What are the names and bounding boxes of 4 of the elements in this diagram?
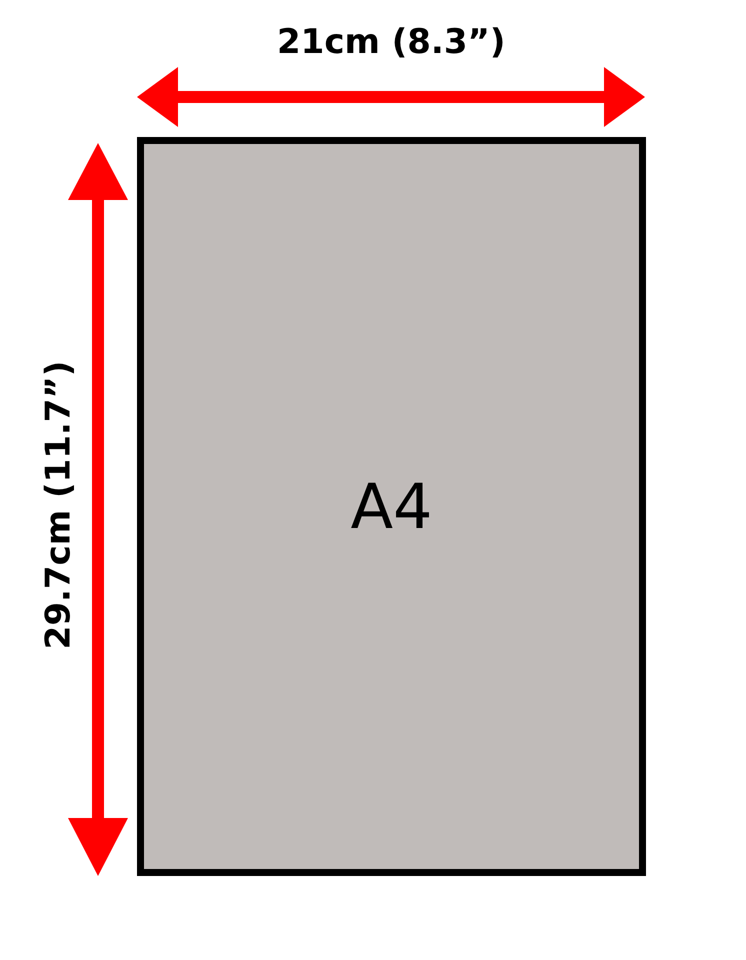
sheet-size-label: A4 — [350, 470, 432, 543]
dimension-label: 21cm (8.3”) — [277, 22, 506, 62]
paper-sheet — [137, 137, 646, 876]
dimension-label: 29.7cm (11.7”) — [38, 360, 78, 650]
